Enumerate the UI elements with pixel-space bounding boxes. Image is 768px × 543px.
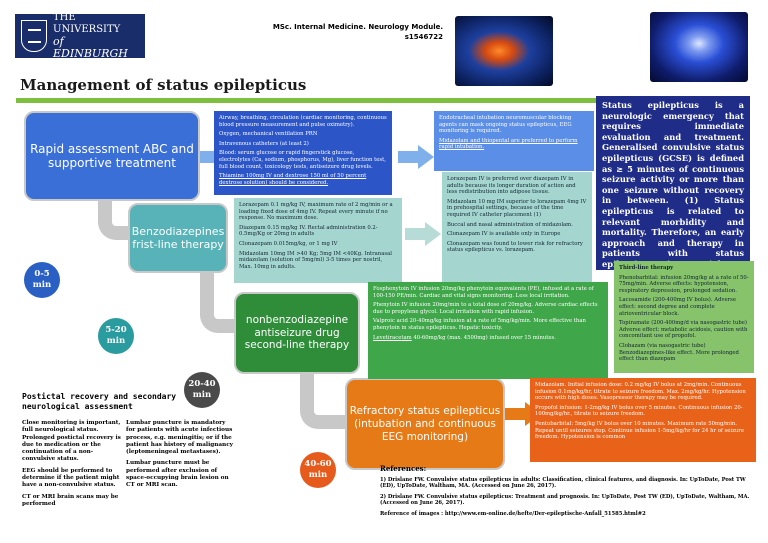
postictal-l1: Close monitoring is important, full neur… [22, 420, 121, 463]
postictal-heading: Postictal recovery and secondary neurolo… [22, 392, 177, 411]
box4-p5: Clonazepam was found to lower risk for r… [447, 240, 583, 254]
title-divider [16, 98, 596, 103]
time-badge-5-20: 5-20 min [98, 318, 134, 354]
box6-heading: Third-line therapy [619, 265, 674, 271]
third-line-therapy-box: Third-line therapy Phenobarbital: infusi… [614, 261, 754, 373]
reference-images: Reference of images : http://www.em-onli… [380, 510, 646, 517]
intubation-note-box: Endotracheal intubation neuromuscular bl… [434, 111, 594, 171]
box4-p2: Midazolam 10 mg IM superior to lorazepam… [447, 198, 587, 218]
university-logo: THE UNIVERSITY of EDINBURGH [15, 12, 145, 60]
postictal-right-column: Lumbar puncture is mandatory for patient… [126, 420, 236, 494]
box1-p4: Blood: serum glucose or rapid fingerstic… [219, 150, 386, 170]
arrow-right-icon [405, 222, 441, 246]
postictal-r2: Lumbar puncture must be performed after … [126, 460, 229, 489]
connector-3 [300, 374, 347, 429]
step-rapid-assessment: Rapid assessment ABC and supportive trea… [24, 111, 200, 201]
reference-2: 2) Drislane FW. Convulsive status epilep… [380, 493, 750, 507]
student-id: s1546722 [404, 33, 443, 41]
time-badge-20-40: 20-40 min [184, 372, 220, 408]
step-benzodiazepines: Benzodiazepines frist-line therapy [128, 203, 228, 273]
intro-text: Status epilepticus is a neurologic emerg… [596, 96, 750, 290]
brain-image-2 [650, 12, 748, 82]
time-badge-40-60: 40-60 min [300, 452, 336, 488]
logo-line2: of EDINBURGH [53, 35, 128, 60]
benzodiazepine-notes-box: Lorazepam IV is preferred over diazepam … [442, 172, 592, 284]
module-info: MSc. Internal Medicine. Neurology Module… [268, 22, 443, 42]
box3-p2: Diazepam 0.15 mg/kg IV. Rectal administr… [239, 224, 378, 238]
crest-icon [21, 20, 48, 52]
reference-1: 1) Drislane FW. Convulsive status epilep… [380, 476, 746, 490]
connector-2 [200, 273, 236, 333]
postictal-left-column: Close monitoring is important, full neur… [22, 420, 122, 512]
box3-p3: Clonazepam 0.015mg/kg, or 1 mg IV [239, 240, 338, 247]
box1-p2: Oxygen, mechanical ventilation PRN [219, 131, 318, 138]
postictal-l2: EEG should be performed to determine if … [22, 467, 120, 489]
box7-p3: Pentobarbital: 5mg/kg IV bolus over 10 m… [535, 420, 744, 441]
box6-p1: Phenobarbital: infusion 20mg/kg at a rat… [619, 274, 749, 294]
postictal-l3: CT or MRI brain scans may be performed [22, 493, 119, 507]
supportive-treatment-box: Airway, breathing, circulation (cardiac … [214, 111, 392, 195]
references-heading: References: [380, 464, 427, 473]
benzodiazepine-dosing-box: Lorazepam 0.1 mg/kg IV, maximum rate of … [234, 198, 402, 283]
step-second-line: nonbenzodiazepine antiseizure drug secon… [234, 292, 360, 374]
box4-p1: Lorazepam IV is preferred over diazepam … [447, 176, 576, 196]
box7-p1: Midazolam. Initial infusion dose: 0.2 mg… [535, 382, 746, 402]
step-refractory: Refractory status epilepticus (intubatio… [345, 378, 505, 470]
arrow-right-icon [398, 145, 434, 169]
box2-p2: Midazolam and thiopental are preferred t… [439, 137, 578, 151]
refractory-drugs-box: Midazolam. Initial infusion dose: 0.2 mg… [530, 378, 756, 462]
second-line-drugs-box: Fosphenytoin IV infusion 20mg/kg phenyto… [368, 282, 608, 379]
box1-p3: Intravenous catheters (at least 2) [219, 140, 309, 147]
box3-p1: Lorazepam 0.1 mg/kg IV, maximum rate of … [239, 202, 393, 222]
postictal-r1: Lumbar puncture is mandatory for patient… [126, 420, 233, 456]
box6-p4: Clobazam (via nasogastric tube) Benzodia… [619, 342, 739, 363]
box2-p1: Endotracheal intubation neuromuscular bl… [439, 115, 572, 135]
box5-p2: Phenytoin IV infusion 20mg/min to a tota… [373, 302, 598, 315]
box6-p3: Topiramate (200-400mg/d via nasogastric … [619, 320, 748, 340]
box6-p2: Lacosamide (200-400mg IV bolus). Adverse… [619, 297, 736, 317]
box7-p2: Propofol infusion: 1-2mg/kg IV bolus ove… [535, 404, 743, 418]
box3-p4: Midazolam 10mg IM >40 Kg; 5mg IM <40Kg. … [239, 250, 392, 270]
brain-image-1 [455, 16, 553, 86]
box4-p4: Clonazepam IV is available only in Europ… [447, 231, 561, 238]
box1-p1: Airway, breathing, circulation (cardiac … [219, 115, 387, 128]
box1-p5: Thiamine 100mg IV and dextrose 150 ml of… [219, 173, 367, 186]
time-badge-0-5: 0-5 min [24, 262, 60, 298]
logo-line1: THE UNIVERSITY [53, 12, 121, 35]
poster-title: Management of status epilepticus [20, 76, 307, 94]
connector-1 [98, 200, 130, 240]
levetiracetam-text: 40-60mg/kg (max. 4500mg) infused over 15… [411, 334, 556, 341]
box5-p4: Levetiracetam 40-60mg/kg (max. 4500mg) i… [373, 335, 603, 342]
references: References: 1) Drislane FW. Convulsive s… [380, 464, 756, 522]
box5-p1: Fosphenytoin IV infusion 20mg/kg phenyto… [373, 286, 594, 299]
box5-p3: Valproic acid 20-40mg/kg infusion at a r… [373, 318, 586, 331]
module-title: MSc. Internal Medicine. Neurology Module… [272, 23, 443, 31]
box4-p3: Buccal and nasal administration of midaz… [447, 221, 573, 228]
levetiracetam-label: Levetiracetam [373, 334, 412, 341]
